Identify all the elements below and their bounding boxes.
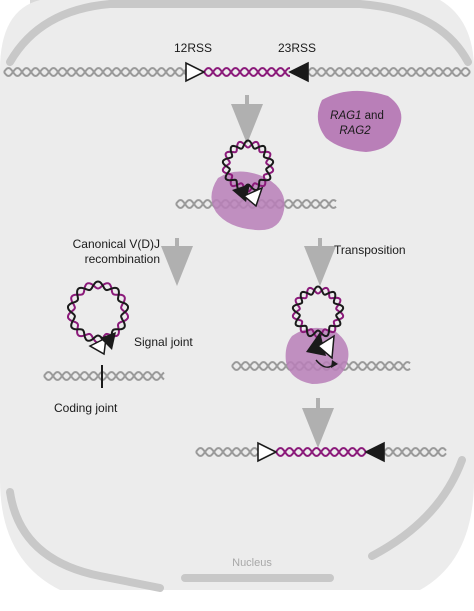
nucleus-membrane-top — [6, 0, 472, 66]
label-canonical-line2: recombination — [85, 252, 160, 266]
label-12rss: 12RSS — [174, 41, 212, 55]
label-signal-joint: Signal joint — [134, 335, 193, 349]
dna-strand-coding-joint — [43, 371, 165, 381]
nucleus-membrane-bottom-left — [6, 488, 164, 592]
dna-final-left-strand-2 — [195, 447, 259, 457]
dna-final-left-strand-1 — [195, 447, 259, 457]
nucleus-body — [0, 0, 474, 590]
transpose-triangle-filled — [306, 332, 326, 356]
dna-loop-transposition — [291, 285, 345, 339]
dna-coding-strand-1 — [43, 371, 165, 381]
label-transposition: Transposition — [334, 243, 406, 257]
dna-top-right-strand-2 — [307, 67, 471, 77]
dna-coding-strand-2 — [43, 371, 165, 381]
transpose-triangle-open — [316, 334, 335, 360]
rss12-triangle-open — [185, 61, 206, 83]
dna-top-middle-strand-2 — [203, 67, 290, 77]
nucleus-membrane-bottom-right — [368, 456, 466, 560]
label-rag: RAG1 and — [330, 110, 384, 122]
label-23rss: 23RSS — [278, 41, 316, 55]
dna-top-left-strand-2 — [3, 67, 187, 77]
dna-loop-synaptic — [221, 139, 275, 193]
loop-transpose-strand-2 — [291, 285, 345, 338]
signal-triangle-filled — [100, 332, 116, 350]
rag-complex-blob — [211, 171, 285, 231]
label-rag1: RAG1 — [330, 110, 361, 122]
label-nucleus: Nucleus — [232, 557, 272, 569]
loop-synaptic-strand-2 — [221, 139, 275, 192]
insertion-arrow-tip — [331, 360, 338, 368]
rag-protein-blob — [317, 90, 402, 152]
dna-final-right-strand-1 — [383, 447, 447, 457]
dna-strand-integrated — [195, 447, 447, 457]
synaptic-triangle-open — [242, 186, 264, 208]
dna-final-middle-strand-2 — [275, 447, 367, 457]
label-rag-and: and — [361, 110, 383, 122]
rss23-triangle-filled — [288, 61, 309, 83]
final-triangle-open — [257, 441, 278, 463]
dna-top-left-strand-1 — [3, 67, 187, 77]
label-rag2: RAG2 — [339, 125, 371, 137]
dna-final-right-strand-2 — [383, 447, 447, 457]
label-canonical-line1: Canonical V(D)J — [73, 237, 160, 251]
final-triangle-filled — [364, 441, 385, 463]
label-coding-joint: Coding joint — [54, 401, 118, 415]
signal-triangle-open — [88, 336, 107, 356]
dna-strand-top — [3, 67, 471, 77]
